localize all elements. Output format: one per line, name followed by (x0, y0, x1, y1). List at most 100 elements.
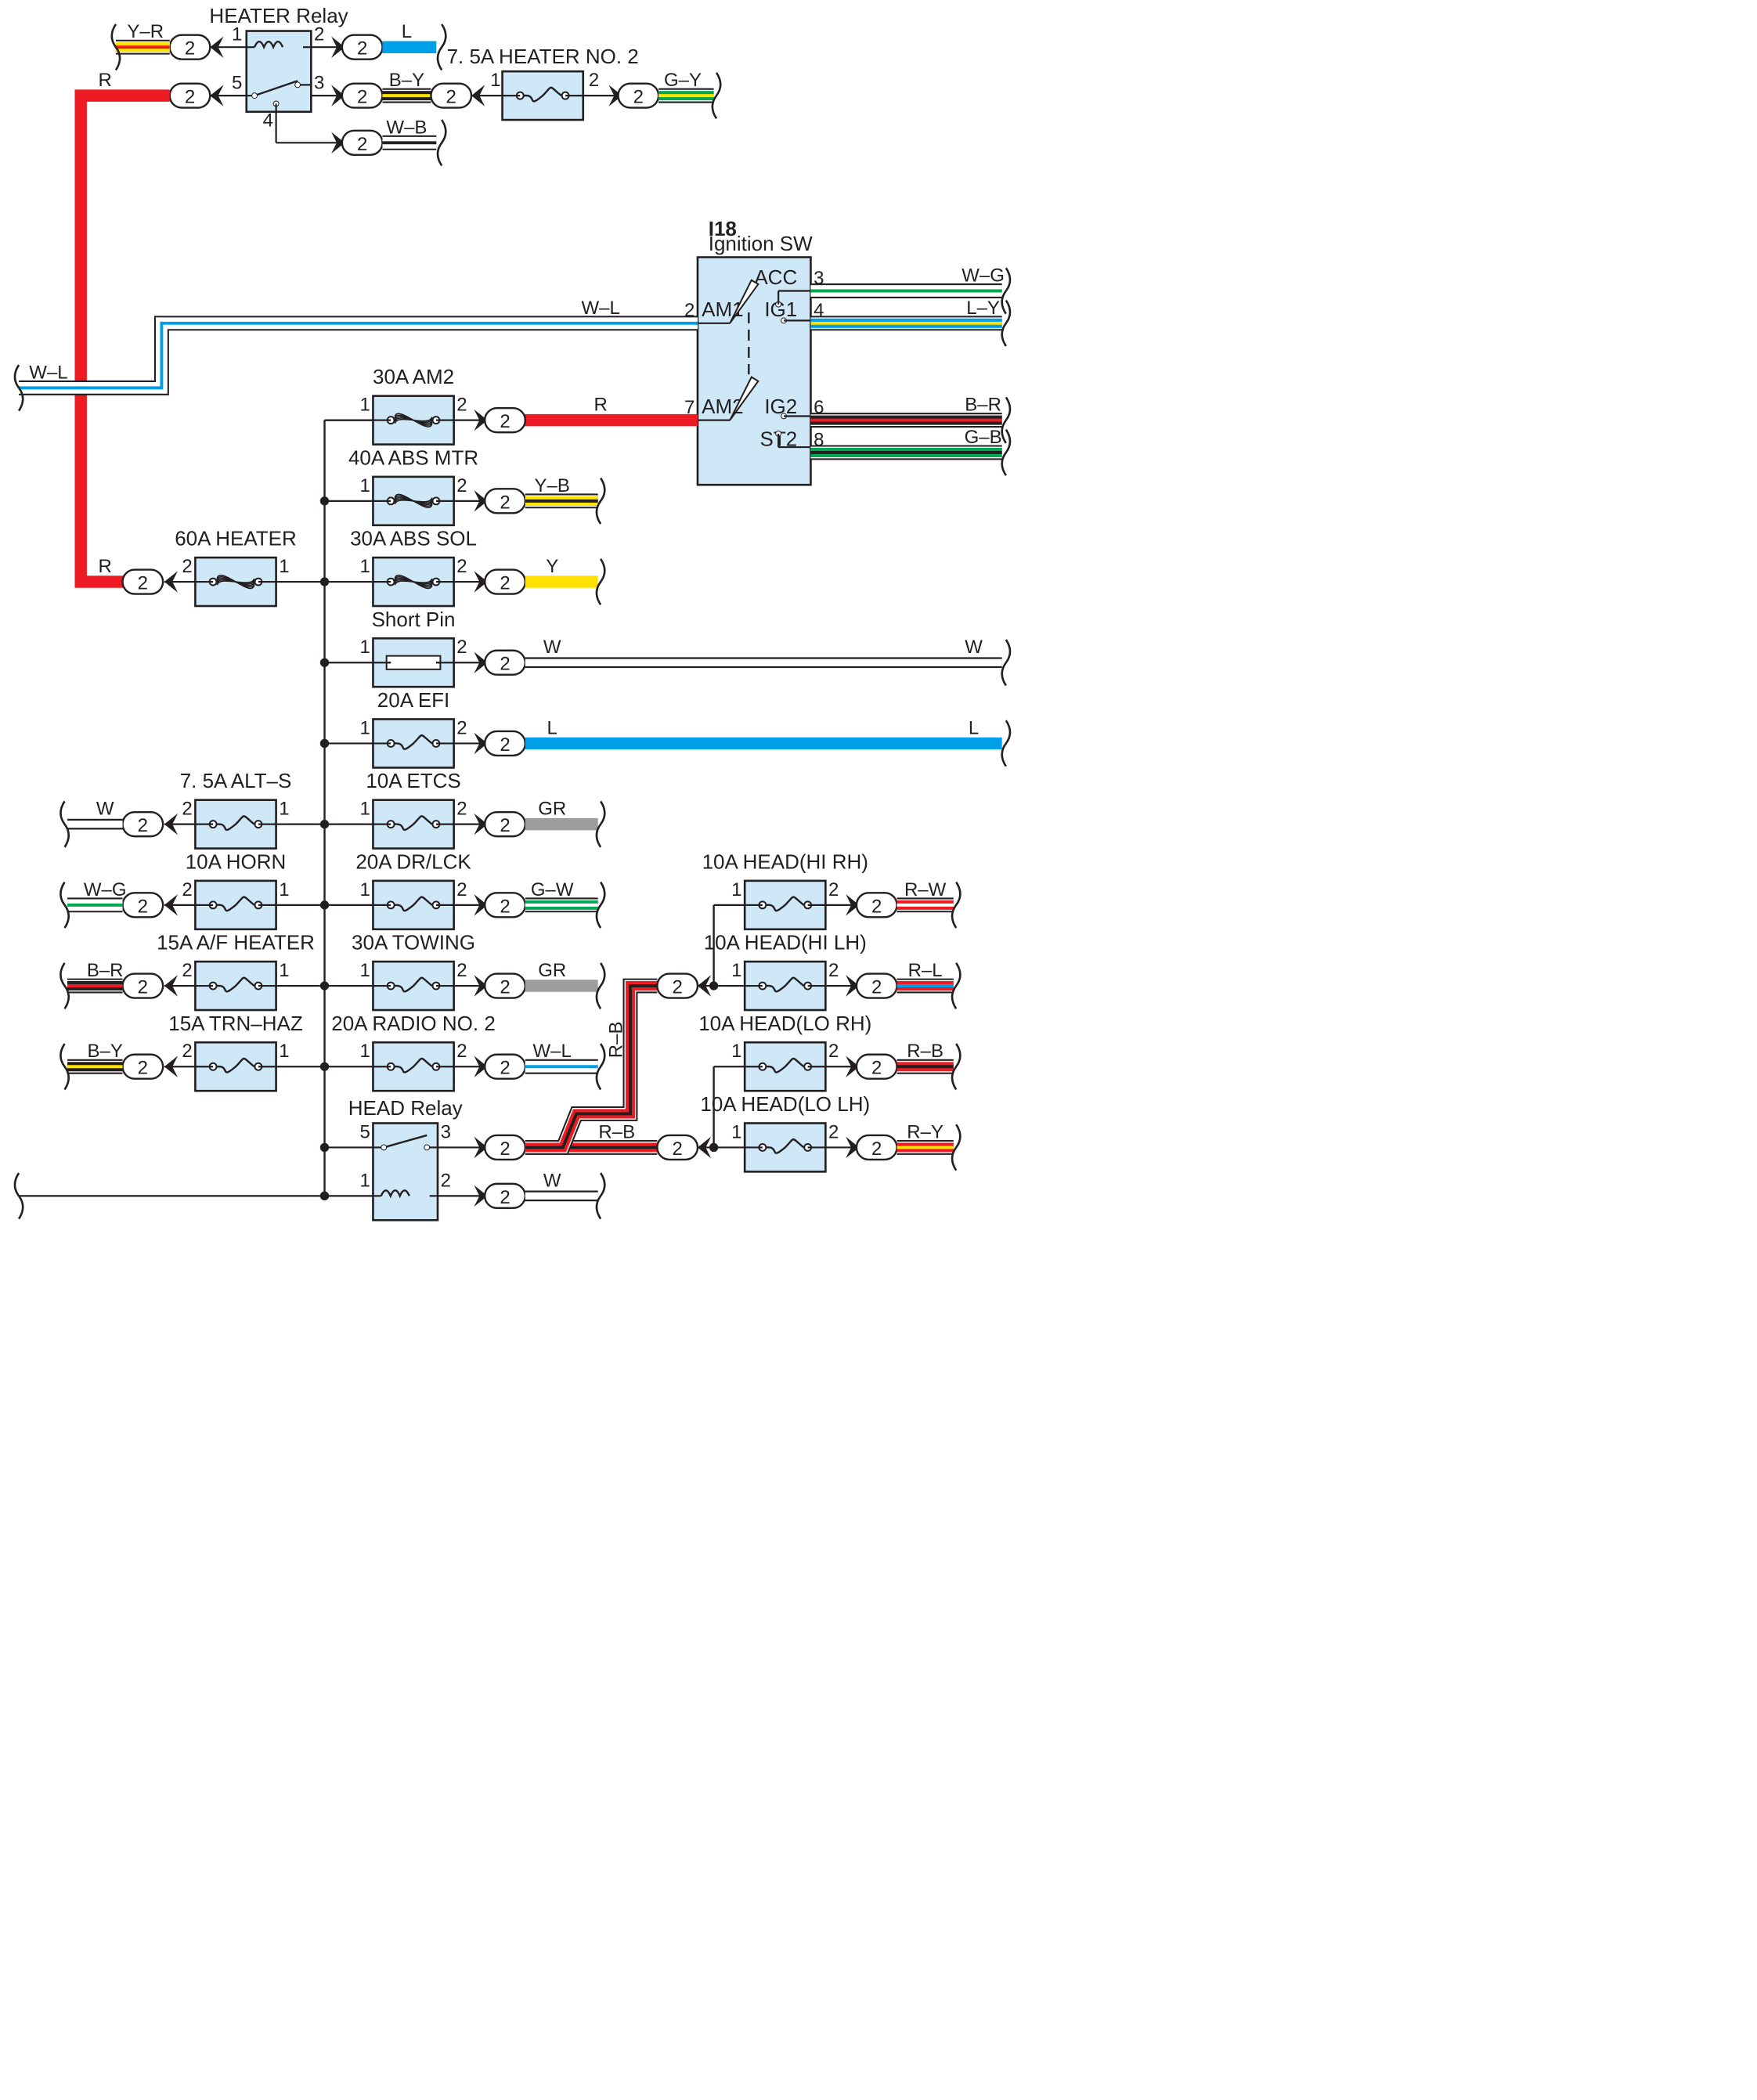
fuse-element (394, 497, 433, 505)
pin-label: 2 (828, 879, 839, 900)
arrow-mark (331, 132, 345, 154)
arrow-mark (474, 1185, 488, 1207)
connector-2: 2 (121, 972, 164, 999)
fuse-title: 10A HEAD(LO RH) (698, 1012, 871, 1035)
pin-label: 1 (731, 879, 741, 900)
connector-label: 2 (185, 38, 195, 60)
pin-label: 2 (456, 960, 467, 981)
junction-dot (319, 496, 330, 506)
fuse-title: 10A HEAD(HI RH) (702, 850, 868, 873)
connector-label: 2 (500, 492, 510, 513)
connector-label: 2 (500, 411, 510, 432)
connector-2: 2 (855, 892, 898, 918)
wire-label: R–B (606, 1021, 627, 1058)
pin-label: 5 (232, 73, 242, 94)
connector-2: 2 (855, 972, 898, 999)
fuse-element (766, 1057, 805, 1073)
connector-label: 2 (500, 1187, 510, 1208)
wire-w-l (19, 318, 698, 393)
wire-break (60, 962, 70, 1010)
pin-label: 2 (456, 717, 467, 738)
connector-label: 2 (500, 1138, 510, 1160)
head-relay-box (372, 1122, 439, 1221)
arrow-mark (164, 975, 179, 997)
pin-label: 2 (828, 1121, 839, 1142)
wire-label: W (543, 1170, 561, 1191)
fuse-title: 20A EFI (377, 688, 450, 712)
arrow-mark (474, 1055, 488, 1077)
switch-terminal (294, 81, 301, 88)
fuse-title: 30A AM2 (373, 365, 454, 388)
connector-2: 2 (484, 972, 527, 999)
connector-2: 2 (341, 129, 384, 156)
wire-break (595, 477, 606, 525)
connector-label: 2 (500, 654, 510, 675)
pin-label: 2 (314, 24, 324, 45)
fuse-element (766, 976, 805, 993)
wire-break (595, 881, 606, 929)
junction-dot (319, 1191, 330, 1201)
fuse-title: 10A HORN (186, 850, 287, 873)
pin-label: 1 (731, 1121, 741, 1142)
wire-label: R–B (907, 1041, 943, 1062)
arrow-mark (846, 894, 860, 916)
wire-label: R (98, 70, 111, 91)
connector-2: 2 (430, 82, 473, 109)
connector-body (121, 568, 164, 595)
arrow-mark (474, 409, 488, 431)
connector-label: 2 (633, 87, 644, 108)
fuse-element (395, 815, 433, 832)
pin-label: 1 (359, 395, 370, 416)
connector-2: 2 (484, 1182, 527, 1210)
connector-2: 2 (341, 34, 384, 60)
connector-2: 2 (484, 568, 527, 595)
fuse-element (395, 896, 433, 912)
fuse-title: 40A ABS MTR (348, 446, 478, 469)
pin-label: 1 (359, 717, 370, 738)
connector-2: 2 (855, 1053, 898, 1080)
fuse-element (524, 86, 562, 103)
wire-label: W–G (961, 265, 1005, 286)
pin-label: 2 (182, 879, 192, 900)
connector-2: 2 (484, 892, 527, 918)
pin-label: 1 (279, 799, 289, 820)
pin-label: 1 (359, 799, 370, 820)
wire-break (951, 881, 961, 929)
connector-2: 2 (121, 810, 164, 838)
connector-body (617, 82, 660, 109)
coil-loops (380, 1189, 410, 1199)
connector-label: 2 (138, 1058, 148, 1079)
coil-loops (253, 41, 284, 50)
ignition-blade (729, 279, 759, 324)
wire-break (60, 800, 70, 848)
connector-label: 2 (357, 87, 367, 108)
pin-label: 2 (182, 960, 192, 981)
arrow-mark (164, 813, 179, 835)
fuse-element (217, 896, 255, 912)
ignition-blade (729, 376, 759, 421)
pin-label: 1 (279, 1041, 289, 1062)
fuse-element (217, 1057, 255, 1073)
wire-break (1001, 267, 1012, 315)
arrow-mark (474, 490, 488, 512)
connector-2: 2 (656, 1134, 699, 1161)
arrow-mark (164, 894, 179, 916)
term-label: IG1 (764, 298, 797, 321)
wire-break (1001, 428, 1012, 476)
pin-label: 2 (456, 475, 467, 496)
arrow-mark (164, 571, 179, 593)
wire-label: W–L (29, 362, 67, 383)
fuse-title: 30A TOWING (352, 931, 475, 954)
connector-2: 2 (484, 730, 527, 757)
wire-label: W–L (581, 298, 619, 319)
wire-label: L (547, 717, 557, 738)
junction-dot (319, 1142, 330, 1153)
pin-label: 2 (182, 1041, 192, 1062)
wire-label: W (543, 637, 561, 658)
wire-label: W–B (386, 117, 427, 138)
arrow-mark (474, 813, 488, 835)
connector-label: 2 (672, 977, 682, 998)
fuse-element (217, 976, 255, 993)
heater-relay-box (245, 30, 312, 114)
wire-label: R (593, 395, 607, 416)
